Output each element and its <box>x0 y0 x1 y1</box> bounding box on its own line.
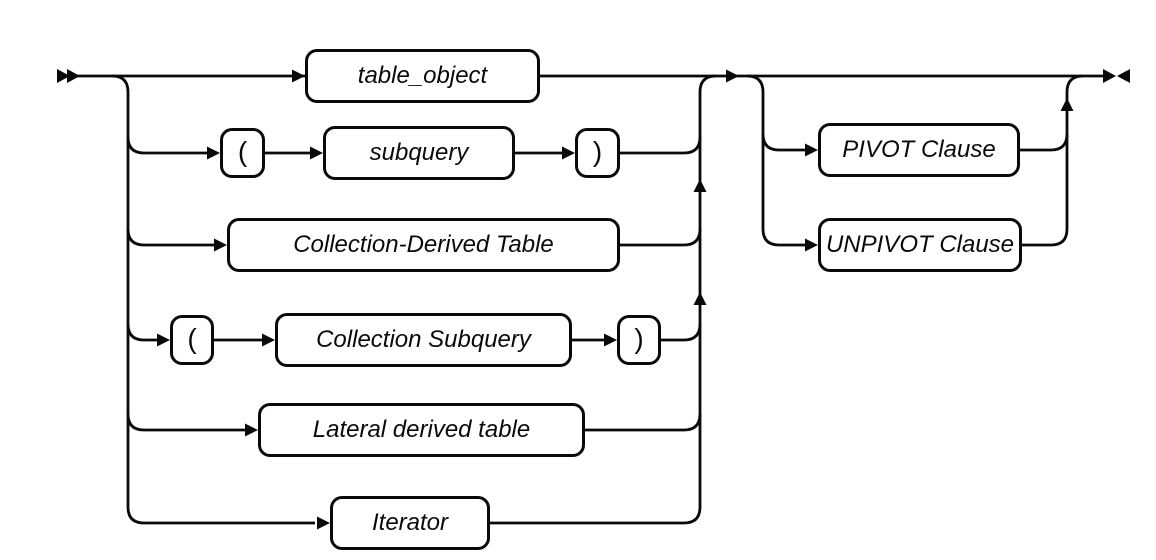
arrowhead-subquery-icon <box>310 146 323 160</box>
arrowhead-open-paren-2-icon <box>157 333 170 347</box>
node-close-paren-2: ) <box>617 315 661 365</box>
end-marker-icon <box>1103 69 1130 83</box>
arrowhead-table-object-icon <box>292 69 305 83</box>
wire-row3-out <box>620 228 702 247</box>
node-iterator: Iterator <box>330 496 490 550</box>
arrowhead-collection-derived-icon <box>214 238 227 252</box>
node-lateral-derived-table: Lateral derived table <box>258 403 585 457</box>
node-subquery: subquery <box>323 126 515 180</box>
wire-pivot-out <box>1020 133 1069 152</box>
arrowhead-unpivot-icon <box>805 238 818 252</box>
arrowhead-collection-subquery-icon <box>262 333 275 347</box>
node-collection-subquery: Collection Subquery <box>275 313 572 367</box>
wire-exit-row2 <box>126 136 207 155</box>
arrowhead-iterator-icon <box>317 516 330 530</box>
node-table-object: table_object <box>305 49 540 103</box>
node-close-paren-1: ) <box>575 128 620 178</box>
wire-convergence <box>698 74 717 507</box>
node-open-paren-1: ( <box>220 128 265 178</box>
wire-exit-row5 <box>126 413 245 432</box>
node-pivot-clause: PIVOT Clause <box>818 123 1020 177</box>
arrowhead-close-paren-2-icon <box>604 333 617 347</box>
arrowhead-convergence-lower-icon <box>693 292 707 305</box>
wire-exit-row3 <box>126 228 214 247</box>
wire-row5-out <box>585 413 702 432</box>
wire-exit-row4 <box>126 323 157 342</box>
arrowhead-up-icons <box>693 98 1074 305</box>
node-open-paren-2: ( <box>170 315 214 365</box>
arrowhead-right-icons <box>157 69 818 530</box>
wire-row4-out <box>661 323 702 342</box>
wire-row6-out <box>490 506 702 525</box>
wire-row2-out <box>620 136 702 155</box>
arrowhead-close-paren-1-icon <box>562 146 575 160</box>
wire-merge <box>1065 74 1084 229</box>
wire-unpivot-out <box>1022 228 1069 247</box>
arrowhead-open-paren-1-icon <box>207 146 220 160</box>
wire-pivot-row <box>761 133 805 152</box>
start-marker-icon <box>57 69 80 83</box>
arrowhead-pivot-icon <box>805 143 818 157</box>
wire-pivot-split <box>746 74 805 247</box>
node-collection-derived-table: Collection-Derived Table <box>227 218 620 272</box>
arrowhead-main-merge-icon <box>726 69 739 83</box>
wire-left-branch <box>111 74 315 525</box>
node-unpivot-clause: UNPIVOT Clause <box>818 218 1022 272</box>
arrowhead-lateral-icon <box>245 423 258 437</box>
arrowhead-convergence-upper-icon <box>693 179 707 192</box>
arrowhead-clause-merge-icon <box>1060 98 1074 111</box>
